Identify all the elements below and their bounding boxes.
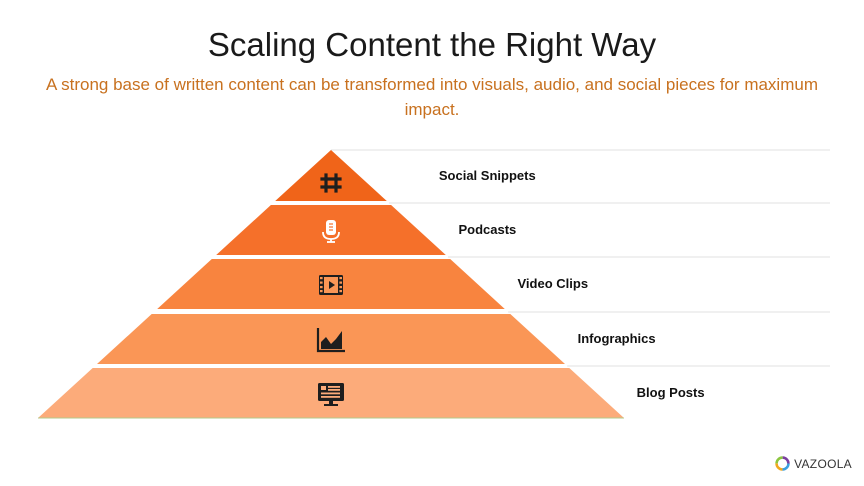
microphone-icon: [322, 220, 340, 243]
pyramid-level-label: Blog Posts: [636, 385, 705, 400]
pyramid-icons: [316, 173, 345, 406]
vazoola-logo-text: VAZOOLA: [794, 456, 852, 471]
monitor-icon: [318, 383, 344, 406]
area-chart-icon: [316, 328, 345, 353]
pyramid-tier-4: [97, 314, 565, 364]
pyramid-level-label: Social Snippets: [438, 167, 536, 183]
vazoola-logo: VAZOOLA: [774, 455, 852, 472]
pyramid-level-label: Infographics: [577, 331, 656, 346]
hashtag-icon: [320, 173, 342, 193]
page-subtitle: A strong base of written content can be …: [45, 75, 818, 119]
pyramid-level-label: Podcasts: [458, 222, 517, 237]
pyramid-tier-1: [275, 150, 387, 201]
film-icon: [319, 275, 343, 295]
page-title: Scaling Content the Right Way: [207, 26, 657, 63]
vazoola-logo-icon: [775, 456, 790, 471]
pyramid-level-label: Video Clips: [517, 276, 589, 291]
level-separators: [331, 149, 830, 367]
